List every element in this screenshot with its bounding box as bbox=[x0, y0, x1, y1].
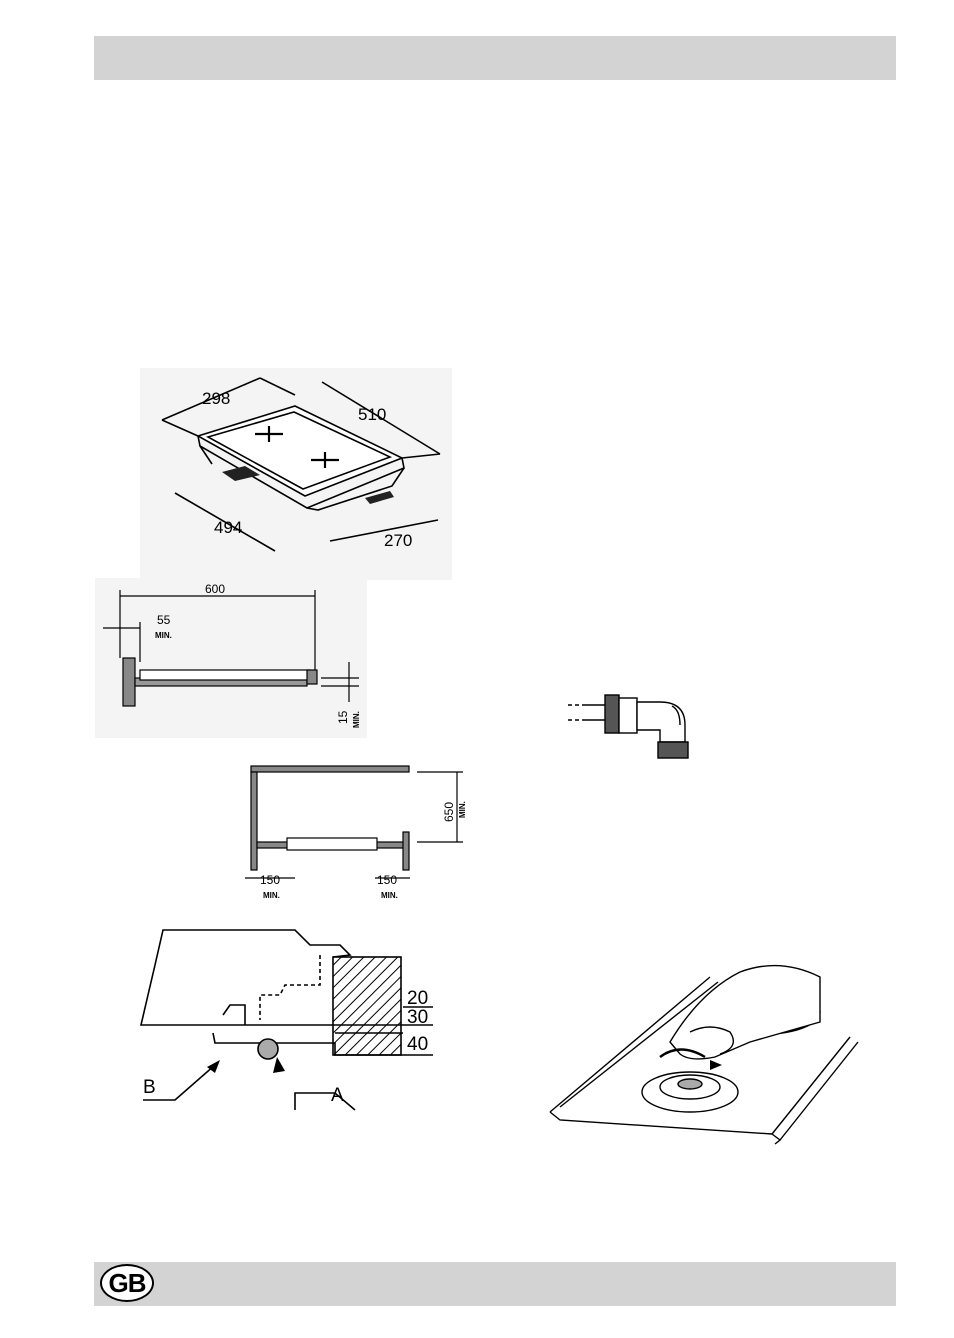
footer-bar bbox=[94, 1262, 896, 1306]
dim-55-label: 55 bbox=[157, 613, 171, 627]
top-clearance-figure: 650 MIN. 150 MIN. 150 MIN. bbox=[235, 760, 460, 905]
gas-connector-figure bbox=[560, 690, 710, 765]
dim-15-label: 15 bbox=[336, 710, 350, 724]
thickness-40-label: 40 bbox=[407, 1034, 428, 1055]
burner-lighting-figure bbox=[540, 962, 860, 1157]
dim-150-right-min-note: MIN. bbox=[381, 891, 398, 900]
dim-270-label: 270 bbox=[384, 531, 412, 550]
language-badge: GB bbox=[100, 1264, 154, 1302]
header-bar bbox=[94, 36, 896, 80]
label-b: B bbox=[143, 1077, 156, 1098]
dim-650-min-note: MIN. bbox=[458, 801, 467, 818]
dim-15-min-note: MIN. bbox=[352, 711, 361, 728]
dim-150-left-label: 150 bbox=[260, 873, 280, 887]
label-a: A bbox=[331, 1085, 344, 1106]
dim-600-label: 600 bbox=[205, 582, 225, 596]
dim-150-left-min-note: MIN. bbox=[263, 891, 280, 900]
dim-494-label: 494 bbox=[214, 518, 242, 537]
dim-298-label: 298 bbox=[202, 389, 230, 408]
dim-650-label: 650 bbox=[442, 802, 456, 822]
thickness-20-label: 20 bbox=[407, 988, 428, 1009]
fixing-bracket-figure: 20 30 40 B A bbox=[135, 925, 435, 1110]
hob-dimensions-figure: 298 510 494 270 bbox=[140, 368, 452, 580]
dim-510-label: 510 bbox=[358, 405, 386, 424]
thickness-30-label: 30 bbox=[407, 1007, 428, 1028]
dim-55-min-note: MIN. bbox=[155, 631, 172, 640]
side-clearance-figure: 600 55 MIN. 15 MIN. bbox=[95, 578, 367, 738]
dim-150-right-label: 150 bbox=[377, 873, 397, 887]
